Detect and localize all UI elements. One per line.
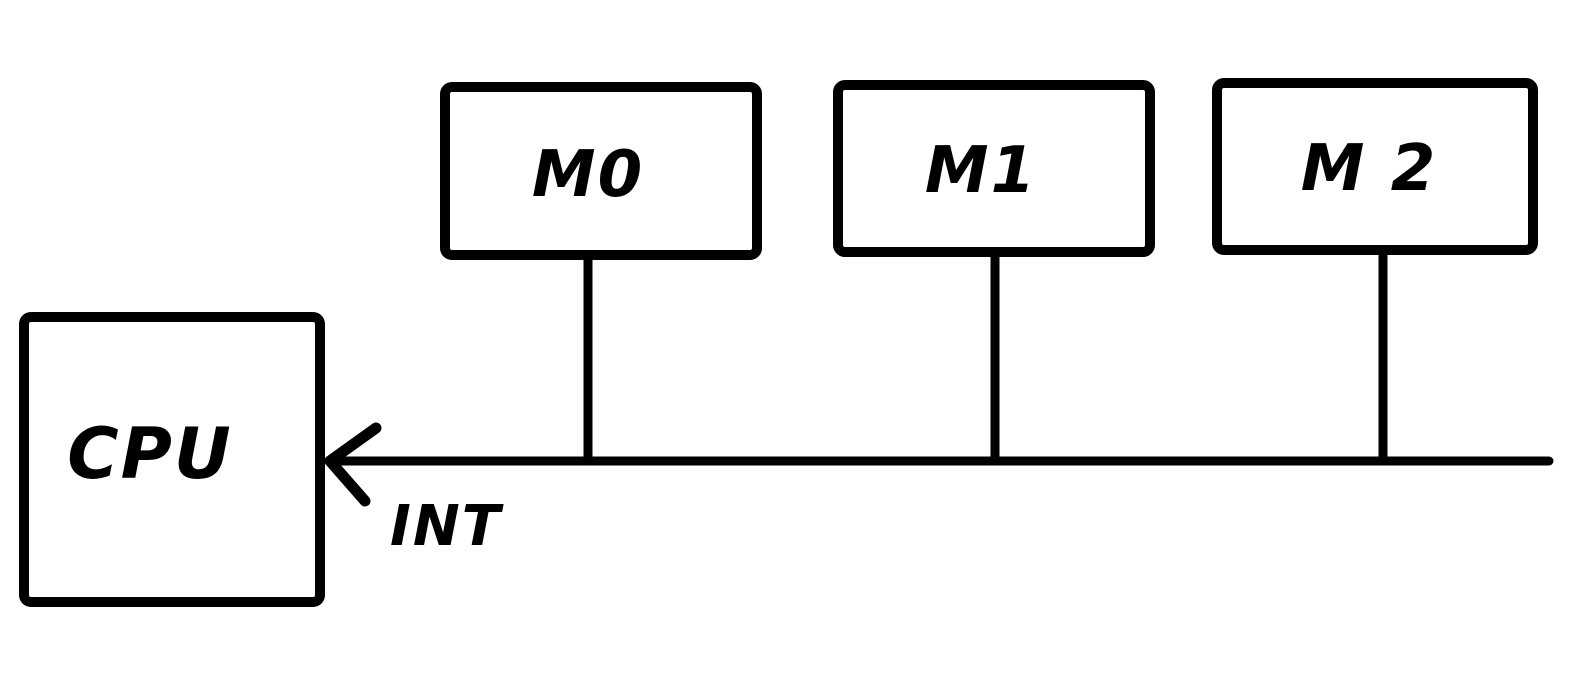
node-cpu: CPU xyxy=(19,312,325,607)
cpu-box xyxy=(19,312,325,607)
interrupt-bus-label: INT xyxy=(390,494,504,559)
node-m2: M 2 xyxy=(1212,78,1538,255)
m0-box xyxy=(440,82,762,260)
m0-label: M0 xyxy=(532,138,644,212)
m2-label: M 2 xyxy=(1301,132,1438,206)
node-m1: M1 xyxy=(833,80,1155,257)
m1-label: M1 xyxy=(925,134,1037,208)
cpu-label: CPU xyxy=(67,413,233,495)
arrowhead-icon xyxy=(324,422,382,507)
node-m0: M0 xyxy=(440,82,762,260)
m2-box xyxy=(1212,78,1538,255)
m1-box xyxy=(833,80,1155,257)
